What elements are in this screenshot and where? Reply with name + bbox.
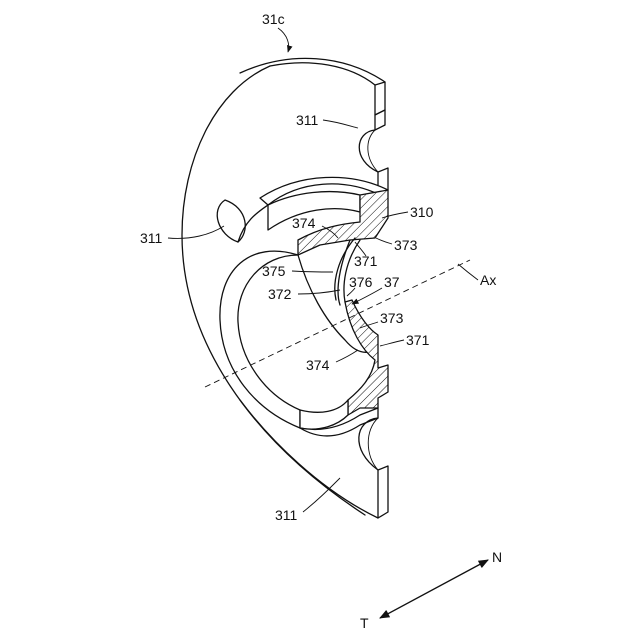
direction-arrow <box>380 560 488 618</box>
label-31c: 31c <box>262 11 285 27</box>
bowl-outer-rim <box>220 251 300 428</box>
label-373-lower: 373 <box>380 310 404 326</box>
label-375: 375 <box>262 263 286 279</box>
leader-311-top <box>323 120 358 128</box>
leader-311-left <box>168 226 224 238</box>
label-371-upper: 371 <box>354 253 378 269</box>
axis-line <box>205 260 470 387</box>
label-376: 376 <box>349 274 373 290</box>
label-n: N <box>492 549 502 565</box>
label-311-left: 311 <box>140 230 163 246</box>
label-371-lower: 371 <box>406 332 430 348</box>
label-ax: Ax <box>480 272 496 288</box>
leader-374-lower <box>336 350 358 362</box>
top-recess <box>359 130 378 172</box>
label-311-top: 311 <box>296 112 319 128</box>
label-311-bottom: 311 <box>275 507 298 523</box>
label-310: 310 <box>410 204 434 220</box>
leader-371-lower <box>380 340 404 346</box>
leader-372 <box>298 290 340 294</box>
leader-373-upper <box>376 238 392 244</box>
leader-31c <box>278 28 289 52</box>
left-recess <box>217 200 245 242</box>
leader-37 <box>352 288 382 304</box>
label-374-lower: 374 <box>306 357 330 373</box>
label-37: 37 <box>384 274 400 290</box>
label-372: 372 <box>268 286 292 302</box>
top-recess-inner <box>368 130 378 172</box>
label-374-upper: 374 <box>292 215 316 231</box>
label-t: T <box>360 615 369 631</box>
label-373-upper: 373 <box>394 237 418 253</box>
leader-ax <box>458 264 478 280</box>
flange-bottom-face <box>378 466 388 518</box>
leader-375 <box>292 271 333 272</box>
top-inner-arc <box>270 63 375 85</box>
